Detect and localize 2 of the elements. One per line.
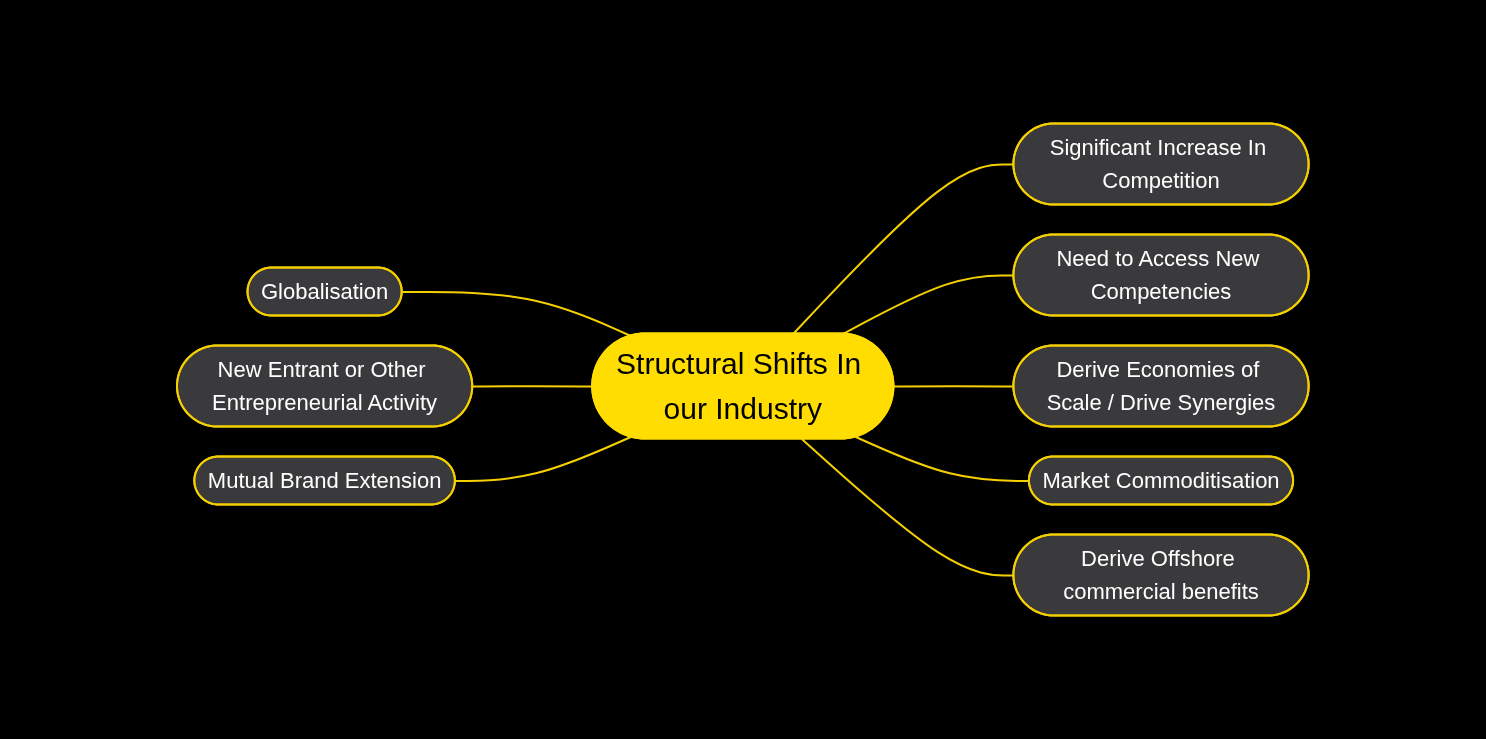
connector [401, 290, 632, 338]
connector [454, 435, 632, 482]
